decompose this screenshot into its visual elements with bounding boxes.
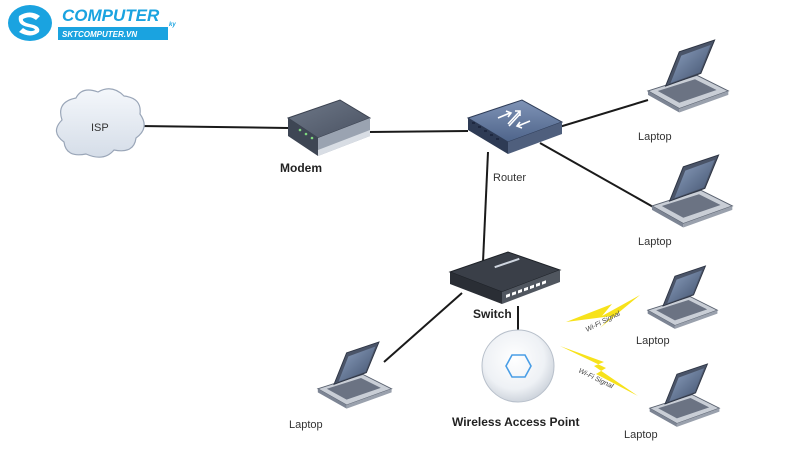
logo-emblem (8, 5, 52, 41)
wifi-signal-lower: Wi-Fi Signal (560, 346, 638, 396)
router-arrows-icon (497, 110, 531, 129)
brand-logo: COMPUTER ky SKTCOMPUTER.VN (8, 5, 176, 41)
cloud-icon (55, 88, 145, 158)
laptop-4-label: Laptop (636, 335, 670, 347)
modem-label: Modem (280, 161, 322, 175)
laptop-2 (651, 154, 733, 229)
laptop-1-label: Laptop (638, 131, 672, 143)
link-router-laptop-1 (555, 99, 649, 129)
laptop-icon (647, 39, 729, 114)
router-label: Router (493, 172, 526, 184)
lightning-icon (566, 295, 640, 328)
laptop-icon (647, 265, 718, 330)
switch-device: Switch (448, 251, 562, 321)
laptop-icon (317, 341, 393, 410)
laptop-3 (317, 341, 393, 410)
laptop-1 (647, 39, 729, 114)
lightning-icon (560, 346, 638, 396)
switch-label: Switch (473, 307, 512, 321)
logo-tiny-text: ky (169, 22, 176, 28)
logo-sub-band (58, 27, 168, 40)
laptop-5 (649, 363, 720, 428)
logo-sub-text: SKTCOMPUTER.VN (62, 30, 137, 39)
network-links (139, 99, 656, 363)
hexagon-icon (505, 354, 532, 378)
modem-device: Modem (280, 99, 372, 175)
laptop-5-label: Laptop (624, 429, 658, 441)
laptop-2-label: Laptop (638, 236, 672, 248)
laptop-icon (651, 154, 733, 229)
wireless-access-point: Wireless Access Point (452, 329, 580, 429)
link-router-switch (482, 151, 489, 263)
access-point-icon (481, 329, 555, 403)
laptop-icon (649, 363, 720, 428)
logo-main-text: COMPUTER (62, 6, 160, 25)
isp-label: ISP (91, 122, 109, 134)
link-router-laptop-2 (539, 142, 656, 209)
wifi-signal-upper: Wi-Fi Signal (566, 295, 640, 334)
laptop-4 (647, 265, 718, 330)
laptop-3-label: Laptop (289, 419, 323, 431)
link-switch-laptop-3 (383, 292, 463, 363)
link-isp-modem (139, 125, 289, 129)
isp-cloud: ISP (55, 88, 145, 158)
switch-ports (506, 280, 546, 298)
router-device: Router (466, 99, 564, 184)
link-modem-router (367, 130, 469, 133)
logo-s-mark (18, 12, 40, 36)
wap-label: Wireless Access Point (452, 415, 580, 429)
